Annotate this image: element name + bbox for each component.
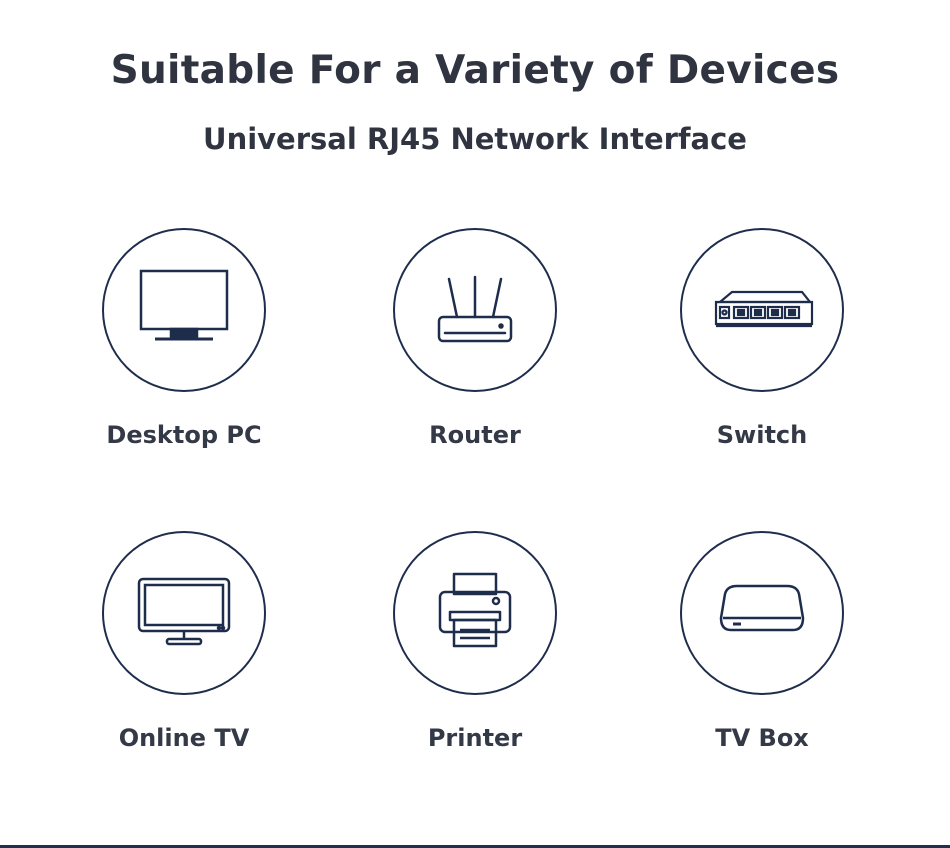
bottom-divider [0,845,950,848]
page-subtitle: Universal RJ45 Network Interface [203,122,747,156]
router-icon [437,275,513,343]
device-circle [102,228,266,392]
device-card-online-tv: Online TV [74,531,294,752]
page-title: Suitable For a Variety of Devices [110,48,840,93]
desktop-monitor-icon [139,269,229,341]
device-label: Switch [716,421,808,449]
device-circle [680,531,844,695]
device-circle [102,531,266,695]
network-switch-icon [714,290,814,328]
device-label: Online TV [118,724,250,752]
device-label: Desktop PC [106,421,262,449]
device-card-switch: Switch [652,228,872,449]
device-card-desktop-pc: Desktop PC [74,228,294,449]
device-circle [680,228,844,392]
device-card-printer: Printer [365,531,585,752]
tv-icon [137,577,231,646]
tv-box-icon [719,584,805,632]
device-card-tv-box: TV Box [652,531,872,752]
device-circle [393,228,557,392]
device-label: Printer [427,724,523,752]
device-label: TV Box [715,724,809,752]
device-label: Router [429,421,521,449]
device-card-router: Router [365,228,585,449]
device-circle [393,531,557,695]
printer-icon [438,572,512,648]
